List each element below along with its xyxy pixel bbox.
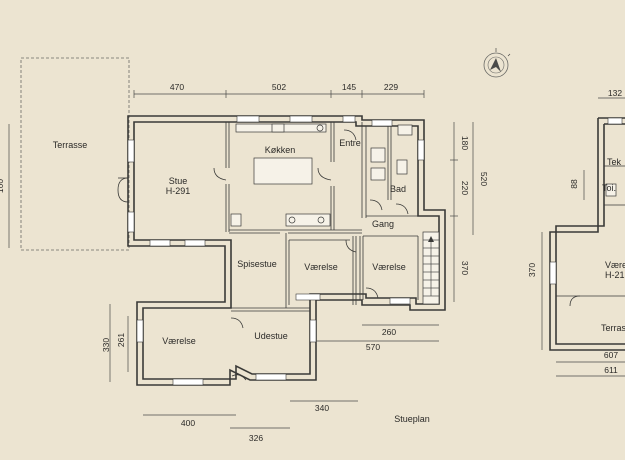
interior-walls — [137, 122, 419, 312]
dim-top-3: 145 — [342, 82, 356, 92]
dim-right-plan-3: 370 — [527, 263, 537, 277]
dim-right-1: 180 — [460, 136, 470, 150]
dim-right-4: 370 — [460, 261, 470, 275]
room-label-entre: Entre — [339, 138, 361, 148]
room-label-bad: Bad — [390, 184, 406, 194]
fixtures — [230, 123, 413, 227]
room-label-vaerelse-right: Være — [605, 260, 625, 270]
dim-right-plan-5: 611 — [604, 365, 618, 375]
room-label-gang: Gang — [372, 219, 394, 229]
dim-bottom-outer-2: 400 — [181, 418, 195, 428]
room-label-kokken: Køkken — [265, 145, 296, 155]
dim-left-2: 330 — [101, 338, 111, 352]
exterior-walls — [127, 115, 446, 386]
dim-bottom-outer-1: 340 — [315, 403, 329, 413]
dim-left-1: 261 — [116, 333, 126, 347]
room-labels: Terrasse Stue H-291 Køkken Entre Bad Gan… — [53, 138, 625, 346]
terrace-outline — [20, 57, 130, 251]
room-id-stue: H-291 — [166, 186, 191, 196]
dim-top-2: 502 — [272, 82, 286, 92]
dim-top-1: 470 — [170, 82, 184, 92]
room-label-vaerelse-2: Værelse — [372, 262, 406, 272]
plan-caption: Stueplan — [394, 414, 430, 424]
dim-top-4: 229 — [384, 82, 398, 92]
dim-left-edge: 100 — [0, 179, 5, 193]
staircase — [422, 231, 440, 305]
room-label-terrasse: Terrasse — [53, 140, 88, 150]
dim-right-2: 220 — [460, 181, 470, 195]
room-label-spisestue: Spisestue — [237, 259, 277, 269]
room-label-tek: Tek — [607, 157, 622, 167]
dim-bottom-inner-1: 260 — [382, 327, 396, 337]
room-label-stue: Stue — [169, 176, 188, 186]
north-arrow-icon — [483, 48, 511, 78]
room-label-toi: Toi. — [602, 183, 616, 193]
room-label-vaerelse-1: Værelse — [304, 262, 338, 272]
dim-bottom-outer-3: 326 — [249, 433, 263, 443]
dim-right-plan-4: 607 — [604, 350, 618, 360]
dim-right-3: 520 — [479, 172, 489, 186]
room-label-terrasse-right: Terras — [601, 323, 625, 333]
doors — [117, 129, 409, 381]
room-label-udestue: Udestue — [254, 331, 288, 341]
windows — [127, 115, 425, 386]
dim-bottom-inner-2: 570 — [366, 342, 380, 352]
dimension-lines — [8, 90, 625, 429]
dim-right-plan-2: 88 — [569, 179, 579, 189]
room-label-vaerelse-3: Værelse — [162, 336, 196, 346]
room-id-vaerelse-right: H-21 — [605, 270, 625, 280]
dimension-labels: 470 502 145 229 180 220 520 370 261 330 … — [0, 82, 622, 443]
right-plan — [549, 117, 625, 351]
dim-right-plan-1: 132 — [608, 88, 622, 98]
